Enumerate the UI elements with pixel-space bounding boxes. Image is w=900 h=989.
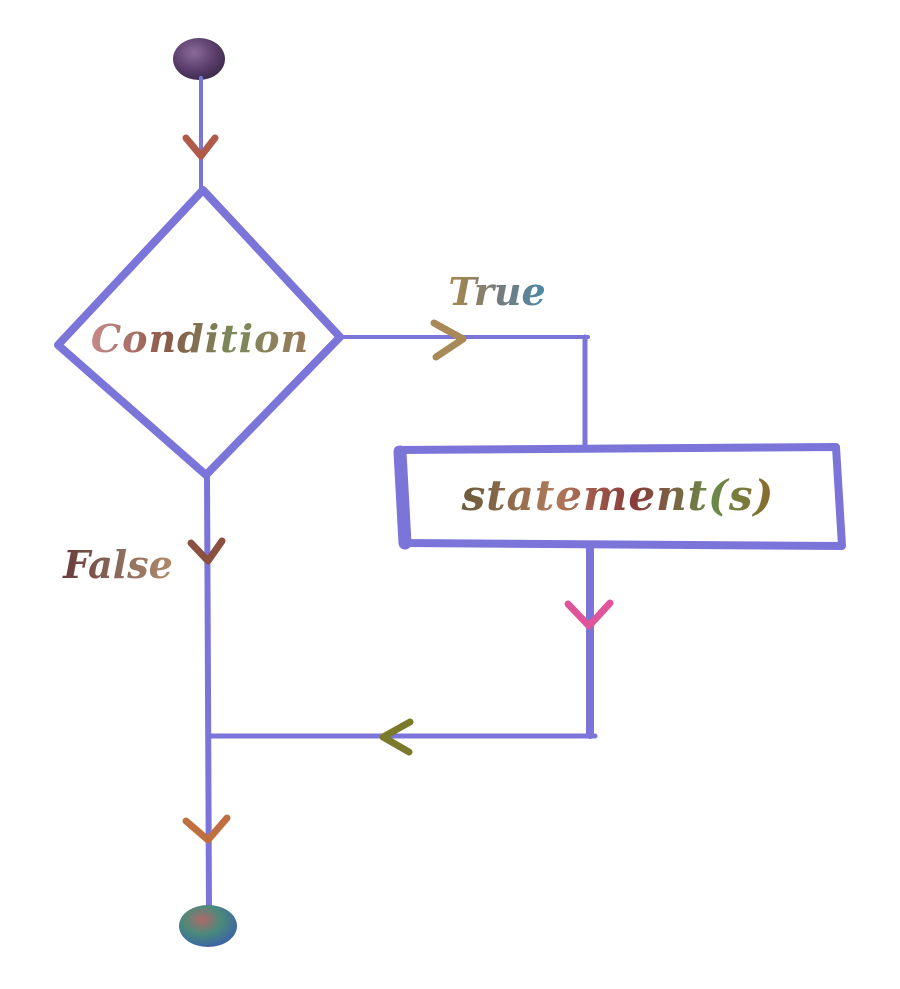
false-branch-label: False <box>62 542 173 587</box>
process-box-left-edge <box>393 445 412 550</box>
arrow-head-true-icon <box>430 319 467 361</box>
arrow-head-end-icon <box>182 814 231 844</box>
start-node <box>173 38 225 80</box>
true-branch-label: True <box>448 269 545 314</box>
arrow-head-false-icon <box>187 537 226 565</box>
arrow-head-start-icon <box>182 134 219 160</box>
decision-label: Condition <box>91 316 309 361</box>
end-node <box>179 905 237 947</box>
process-label: statement(s) <box>461 471 775 520</box>
arrow-head-process-icon <box>564 599 614 630</box>
flow-line-false-vertical <box>204 472 212 913</box>
arrow-head-merge-icon <box>379 718 414 756</box>
